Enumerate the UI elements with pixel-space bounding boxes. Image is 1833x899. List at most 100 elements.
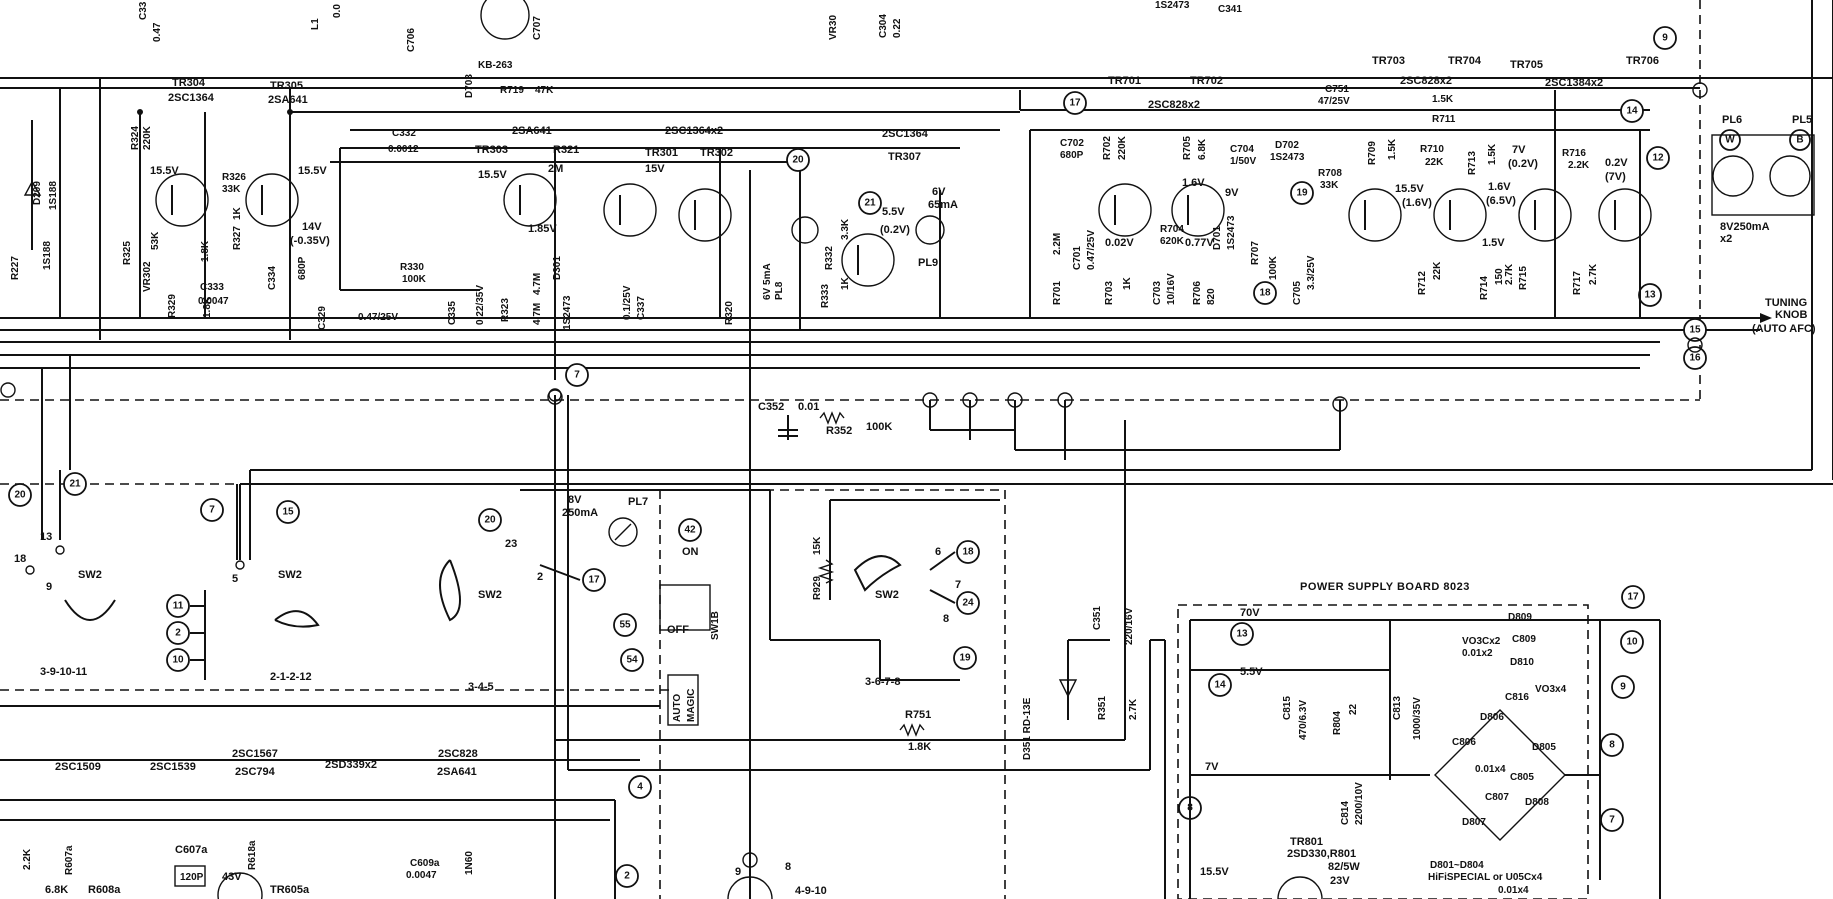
- svg-text:C805: C805: [1510, 772, 1534, 783]
- node-17: [1621, 585, 1645, 609]
- tr301-transistor: [603, 183, 657, 237]
- svg-text:2: 2: [175, 628, 181, 639]
- pl5-pl6-lamps: PL6 PL5 W B 8V250mA x2 TUNING KNOB (AUTO…: [1653, 26, 1816, 370]
- svg-text:R717: R717: [1572, 271, 1583, 295]
- tr705-transistor: [1518, 188, 1572, 242]
- tr304-transistor: [155, 173, 209, 227]
- svg-text:C807: C807: [1485, 792, 1509, 803]
- svg-text:C341: C341: [1218, 4, 1242, 15]
- svg-text:(AUTO AFC): (AUTO AFC): [1752, 323, 1816, 335]
- svg-text:R714: R714: [1479, 276, 1490, 300]
- svg-text:R324: R324: [130, 126, 141, 150]
- svg-text:24: 24: [962, 598, 974, 609]
- svg-text:2SC1509: 2SC1509: [55, 761, 101, 773]
- svg-text:1S2473: 1S2473: [1270, 152, 1305, 163]
- svg-text:R702: R702: [1102, 136, 1113, 160]
- svg-text:TR303: TR303: [475, 144, 508, 156]
- svg-text:100K: 100K: [1268, 255, 1279, 280]
- svg-text:PL8: PL8: [774, 281, 785, 300]
- svg-text:20: 20: [14, 490, 26, 501]
- svg-text:14V: 14V: [302, 221, 322, 233]
- svg-text:17: 17: [1627, 592, 1639, 603]
- svg-text:22: 22: [1348, 703, 1359, 715]
- pl6-lamp: [1712, 155, 1754, 197]
- pl9-lamp: [915, 215, 945, 245]
- svg-text:16: 16: [1689, 353, 1701, 364]
- tr307-lamp-stage: 2SC1364 TR307 20 21 5.5V (0.2V) 6V 65mA …: [762, 128, 958, 330]
- svg-text:VR302: VR302: [142, 261, 153, 292]
- svg-text:(1.6V): (1.6V): [1402, 197, 1432, 209]
- svg-text:C705: C705: [1292, 281, 1303, 305]
- svg-text:C751: C751: [1325, 84, 1349, 95]
- svg-text:8V250mA: 8V250mA: [1720, 221, 1770, 233]
- svg-text:R751: R751: [905, 709, 931, 721]
- svg-text:C335: C335: [447, 301, 458, 325]
- node-5-bottom: [615, 864, 639, 888]
- svg-text:15.5V: 15.5V: [150, 165, 179, 177]
- svg-text:OFF: OFF: [667, 624, 689, 636]
- svg-text:15.5V: 15.5V: [1395, 183, 1424, 195]
- node-26: [63, 472, 87, 496]
- node-17-top: [1063, 91, 1087, 115]
- svg-text:R715: R715: [1518, 266, 1529, 290]
- node-2: [166, 594, 190, 618]
- node-42: [678, 518, 702, 542]
- svg-text:C809: C809: [1512, 634, 1536, 645]
- svg-text:R325: R325: [122, 241, 133, 265]
- svg-text:53K: 53K: [150, 231, 161, 250]
- svg-text:3-6-7-8: 3-6-7-8: [865, 676, 900, 688]
- svg-text:20: 20: [792, 155, 804, 166]
- svg-text:55: 55: [619, 620, 631, 631]
- svg-text:8: 8: [1609, 740, 1615, 751]
- svg-text:2SC828x2: 2SC828x2: [1148, 99, 1200, 111]
- svg-text:1/50V: 1/50V: [1230, 156, 1256, 167]
- pl8-lamp: [791, 216, 819, 244]
- svg-text:2.7K: 2.7K: [1504, 263, 1515, 285]
- svg-text:0.01x4: 0.01x4: [1498, 885, 1529, 896]
- node-16: [1683, 346, 1707, 370]
- svg-text:C703: C703: [1152, 281, 1163, 305]
- svg-text:KB-263: KB-263: [478, 60, 513, 71]
- node-19-sw: [953, 646, 977, 670]
- svg-text:2.2M: 2.2M: [1052, 233, 1063, 255]
- svg-text:C304: C304: [878, 14, 889, 38]
- svg-text:2.2K: 2.2K: [1568, 160, 1590, 171]
- svg-text:1N60: 1N60: [464, 851, 475, 875]
- svg-text:1.8K: 1.8K: [908, 741, 931, 753]
- svg-text:42: 42: [684, 525, 696, 536]
- svg-text:20: 20: [484, 515, 496, 526]
- svg-text:POWER SUPPLY BOARD 8023: POWER SUPPLY BOARD 8023: [1300, 581, 1470, 593]
- node-7-sw: [200, 498, 224, 522]
- svg-text:2.2K: 2.2K: [22, 848, 33, 870]
- node-9: [1611, 675, 1635, 699]
- svg-text:R804: R804: [1332, 711, 1343, 735]
- svg-text:6V 5mA: 6V 5mA: [762, 263, 773, 300]
- svg-text:R708: R708: [1318, 168, 1342, 179]
- svg-text:VO3Cx2: VO3Cx2: [1462, 636, 1501, 647]
- svg-text:820: 820: [1206, 288, 1217, 305]
- svg-text:6.8K: 6.8K: [45, 884, 68, 896]
- svg-text:R710: R710: [1420, 144, 1444, 155]
- svg-text:7: 7: [574, 370, 580, 381]
- svg-text:1S188: 1S188: [48, 181, 59, 210]
- svg-text:620K: 620K: [1160, 236, 1185, 247]
- svg-text:0.0012: 0.0012: [388, 144, 419, 155]
- svg-text:C333: C333: [200, 282, 224, 293]
- svg-text:C337: C337: [636, 296, 647, 320]
- svg-text:15: 15: [1689, 325, 1701, 336]
- svg-text:D209: D209: [32, 181, 43, 205]
- svg-text:SW2: SW2: [78, 569, 102, 581]
- svg-text:1000/35V: 1000/35V: [1412, 697, 1423, 740]
- svg-text:2SA641: 2SA641: [268, 94, 308, 106]
- svg-text:D805: D805: [1532, 742, 1556, 753]
- svg-text:10/16V: 10/16V: [1166, 273, 1177, 305]
- svg-text:680P: 680P: [1060, 150, 1084, 161]
- d351-c351-section: D351 RD-13E C351 220/16V R351 2.7K R751 …: [899, 606, 1139, 760]
- svg-text:D809: D809: [1508, 612, 1532, 623]
- svg-text:220K: 220K: [142, 125, 153, 150]
- svg-text:C814: C814: [1340, 801, 1351, 825]
- svg-text:250mA: 250mA: [562, 507, 598, 519]
- svg-text:D351 RD-13E: D351 RD-13E: [1022, 697, 1033, 760]
- svg-text:SW1B: SW1B: [710, 611, 721, 640]
- svg-text:47/25V: 47/25V: [1318, 96, 1350, 107]
